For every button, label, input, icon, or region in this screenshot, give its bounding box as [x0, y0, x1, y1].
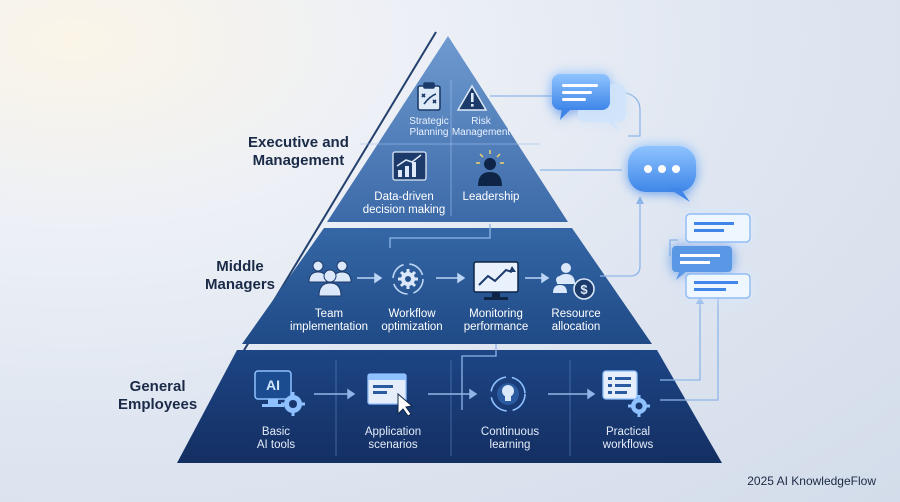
chat-bubbles-icon — [552, 74, 626, 132]
middle-flow-arrows — [357, 272, 550, 284]
tier-label-line: Executive and — [248, 134, 349, 151]
node-monitoring-performance: Monitoring performance — [464, 308, 529, 334]
node-line: AI tools — [256, 439, 296, 451]
node-line: Resource — [551, 308, 601, 320]
ai-gear-icon — [254, 370, 305, 416]
node-line: allocation — [551, 321, 601, 333]
monitor-chart-icon — [473, 261, 519, 300]
node-line: optimization — [381, 321, 443, 333]
tier-label-line: General — [129, 378, 186, 395]
node-practical-workflows: Practical workflows — [603, 426, 653, 452]
node-line: Application — [364, 426, 422, 438]
tier-top-shape — [327, 36, 568, 222]
node-line: Continuous — [480, 426, 540, 438]
node-data-driven: Data-driven decision making — [363, 191, 445, 217]
node-continuous-learning: Continuous learning — [481, 426, 539, 452]
connector-lines — [389, 91, 719, 410]
tier-label-line: Middle — [216, 258, 264, 275]
lightbulb-cycle-icon — [490, 376, 526, 412]
node-line: Management — [451, 127, 511, 138]
node-line: Planning — [409, 127, 449, 138]
people-dollar-icon: $ — [553, 263, 595, 300]
gear-cycle-icon — [392, 263, 424, 295]
node-strategic-planning: Strategic Planning — [409, 116, 448, 138]
node-line: implementation — [290, 321, 368, 333]
chat-stack-icon — [672, 213, 751, 299]
footer-credit: 2025 AI KnowledgeFlow — [747, 474, 876, 488]
chat-typing-icon — [628, 146, 696, 202]
checklist-gear-icon — [602, 370, 650, 417]
node-team-implementation: Team implementation — [290, 308, 368, 334]
team-icon — [308, 260, 352, 297]
tier-label-executive: Executive and Management — [248, 134, 349, 170]
node-line: performance — [463, 321, 529, 333]
node-risk-management: Risk Management — [452, 116, 510, 138]
node-line: Data-driven — [374, 191, 434, 203]
node-line: Workflow — [388, 308, 436, 320]
warning-icon — [456, 84, 488, 111]
node-line: Risk — [471, 116, 491, 127]
tier-label-line: Employees — [118, 396, 198, 413]
tier-bottom-shape — [177, 350, 722, 463]
node-application-scenarios: Application scenarios — [365, 426, 421, 452]
node-line: Basic — [261, 426, 291, 438]
growth-chart-icon — [392, 151, 427, 181]
svg-text:$: $ — [580, 282, 588, 297]
leader-icon — [476, 150, 504, 186]
node-line: learning — [489, 439, 531, 451]
node-basic-ai-tools: Basic AI tools — [257, 426, 295, 452]
node-leadership: Leadership — [463, 191, 520, 204]
node-line: workflows — [602, 439, 654, 451]
ai-icon-text: AI — [266, 377, 280, 393]
node-line: decision making — [362, 204, 446, 216]
node-line: Practical — [605, 426, 651, 438]
tier-middle-shape — [242, 228, 652, 344]
node-line: Monitoring — [469, 308, 523, 320]
node-line: scenarios — [368, 439, 418, 451]
tier-label-line: Management — [252, 152, 345, 169]
tier-label-middle: Middle Managers — [205, 258, 275, 294]
browser-cursor-icon — [367, 373, 414, 417]
bottom-flow-arrows — [314, 388, 596, 400]
node-workflow-optimization: Workflow optimization — [381, 308, 442, 334]
node-resource-allocation: Resource allocation — [551, 308, 600, 334]
node-line: Team — [314, 308, 344, 320]
strategy-board-icon — [417, 82, 441, 111]
tier-label-line: Managers — [205, 276, 276, 293]
node-line: Strategic — [409, 116, 449, 127]
node-line: Leadership — [462, 191, 520, 203]
tier-label-general: General Employees — [118, 378, 197, 414]
